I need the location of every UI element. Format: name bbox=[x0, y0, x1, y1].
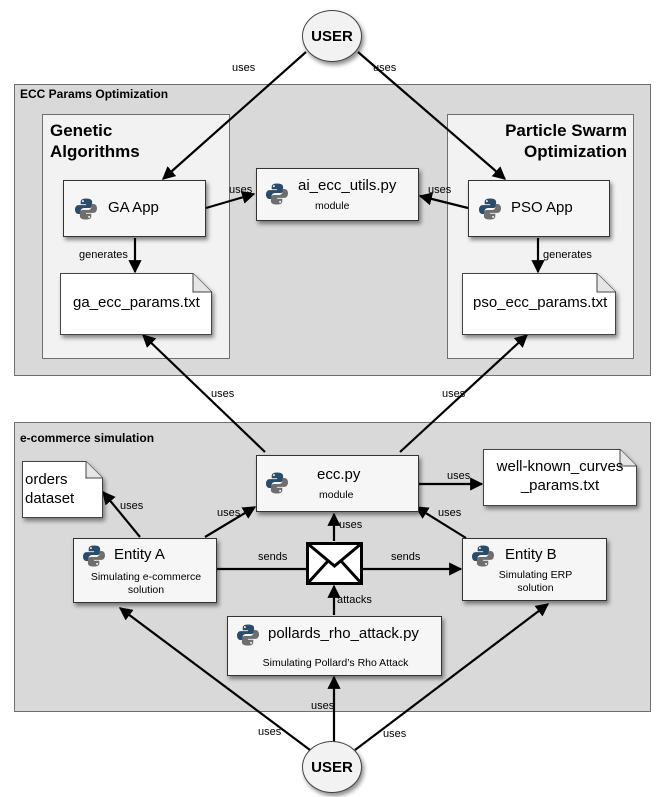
edge-label-uses-user-ga: uses bbox=[232, 62, 256, 74]
pso-app-box: PSO App bbox=[468, 180, 610, 237]
edge-user-pso bbox=[357, 51, 506, 180]
edge-label-attacks: attacks bbox=[337, 594, 372, 606]
pollards-attack-name: pollards_rho_attack.py bbox=[268, 625, 419, 642]
ga-output-label: ga_ecc_params.txt bbox=[73, 294, 200, 311]
edge-ecc-ga-out bbox=[142, 334, 266, 453]
document-icon bbox=[462, 273, 616, 335]
pso-output-doc: pso_ecc_params.txt bbox=[462, 273, 616, 335]
edge-ga-ai bbox=[205, 190, 256, 210]
edge-user-entityb bbox=[354, 603, 550, 751]
edge-label-sends-a: sends bbox=[258, 551, 288, 563]
curves-params-label: well-known_curves _params.txt bbox=[496, 458, 624, 494]
entity-a-sub: Simulating e-commerce solution bbox=[90, 571, 202, 596]
edge-pso-ai bbox=[418, 192, 469, 210]
document-icon bbox=[483, 449, 637, 506]
ga-app-box: GA App bbox=[63, 180, 206, 237]
curves-params-doc: well-known_curves _params.txt bbox=[483, 449, 637, 506]
python-icon bbox=[83, 545, 105, 567]
edge-label-uses-ecc-ga: uses bbox=[211, 388, 235, 400]
python-icon bbox=[479, 198, 501, 220]
edge-label-uses-ecc-pso: uses bbox=[442, 388, 466, 400]
python-icon bbox=[266, 472, 288, 494]
edge-label-uses-entitya-ecc: uses bbox=[217, 507, 241, 519]
edge-label-uses-entityb-ecc: uses bbox=[438, 507, 462, 519]
edge-user-entitya bbox=[118, 607, 311, 751]
edge-label-uses-msg-ecc: uses bbox=[339, 519, 363, 531]
edge-entityb-ecc bbox=[414, 506, 467, 539]
ai-ecc-utils-box: ai_ecc_utils.py module bbox=[256, 168, 419, 221]
entity-b-box: Entity B Simulating ERP solution bbox=[462, 538, 607, 601]
pollards-attack-box: pollards_rho_attack.py Simulating Pollar… bbox=[227, 616, 442, 676]
ga-app-label: GA App bbox=[108, 199, 159, 216]
edge-label-uses-user-attack: uses bbox=[311, 700, 335, 712]
edge-entitya-orders bbox=[102, 490, 141, 538]
edge-label-uses-ecc-curves: uses bbox=[447, 470, 471, 482]
entity-a-box: Entity A Simulating e-commerce solution bbox=[73, 538, 217, 603]
ecc-module-box: ecc.py module bbox=[256, 455, 419, 512]
document-icon bbox=[60, 273, 212, 335]
entity-a-label: Entity A bbox=[114, 546, 165, 563]
entity-b-label: Entity B bbox=[505, 546, 557, 563]
user-bottom: USER bbox=[302, 741, 362, 793]
edge-user-ga bbox=[162, 51, 307, 180]
edge-ecc-pso-out bbox=[399, 334, 528, 453]
pso-output-label: pso_ecc_params.txt bbox=[473, 294, 608, 311]
ga-group-title: Genetic Algorithms bbox=[50, 121, 140, 161]
edge-label-uses-user-entityb: uses bbox=[383, 728, 407, 740]
entity-b-sub: Simulating ERP solution bbox=[498, 569, 573, 594]
ecc-params-panel-title: ECC Params Optimization bbox=[20, 87, 169, 101]
ga-output-doc: ga_ecc_params.txt bbox=[60, 273, 212, 335]
pso-group-title: Particle Swarm Optimization bbox=[505, 121, 627, 161]
orders-dataset-doc: orders dataset bbox=[22, 461, 103, 518]
envelope-icon bbox=[306, 542, 363, 585]
ecommerce-panel-title: e-commerce simulation bbox=[20, 431, 155, 445]
orders-dataset-label: orders dataset bbox=[25, 471, 75, 507]
user-top: USER bbox=[302, 10, 362, 62]
edge-label-uses-entitya-orders: uses bbox=[120, 500, 144, 512]
edge-label-sends-b: sends bbox=[391, 551, 421, 563]
ai-ecc-utils-name: ai_ecc_utils.py bbox=[298, 177, 397, 194]
message-envelope bbox=[306, 542, 363, 585]
ecc-module-sub: module bbox=[319, 489, 354, 501]
python-icon bbox=[75, 198, 97, 220]
ecc-module-name: ecc.py bbox=[317, 466, 361, 483]
python-icon bbox=[237, 624, 259, 646]
edge-entitya-ecc bbox=[204, 506, 257, 538]
edge-label-uses-user-pso: uses bbox=[373, 62, 397, 74]
document-icon bbox=[22, 461, 103, 518]
edge-label-generates-ga: generates bbox=[79, 249, 128, 261]
ai-ecc-utils-sub: module bbox=[315, 200, 350, 212]
edge-label-uses-ga-ai: uses bbox=[229, 184, 253, 196]
pollards-attack-sub: Simulating Pollard’s Rho Attack bbox=[262, 657, 409, 669]
edge-label-generates-pso: generates bbox=[543, 249, 592, 261]
python-icon bbox=[472, 545, 494, 567]
python-icon bbox=[266, 183, 288, 205]
edge-label-uses-user-entitya: uses bbox=[258, 726, 282, 738]
pso-app-label: PSO App bbox=[511, 199, 573, 216]
edge-label-uses-pso-ai: uses bbox=[428, 184, 452, 196]
